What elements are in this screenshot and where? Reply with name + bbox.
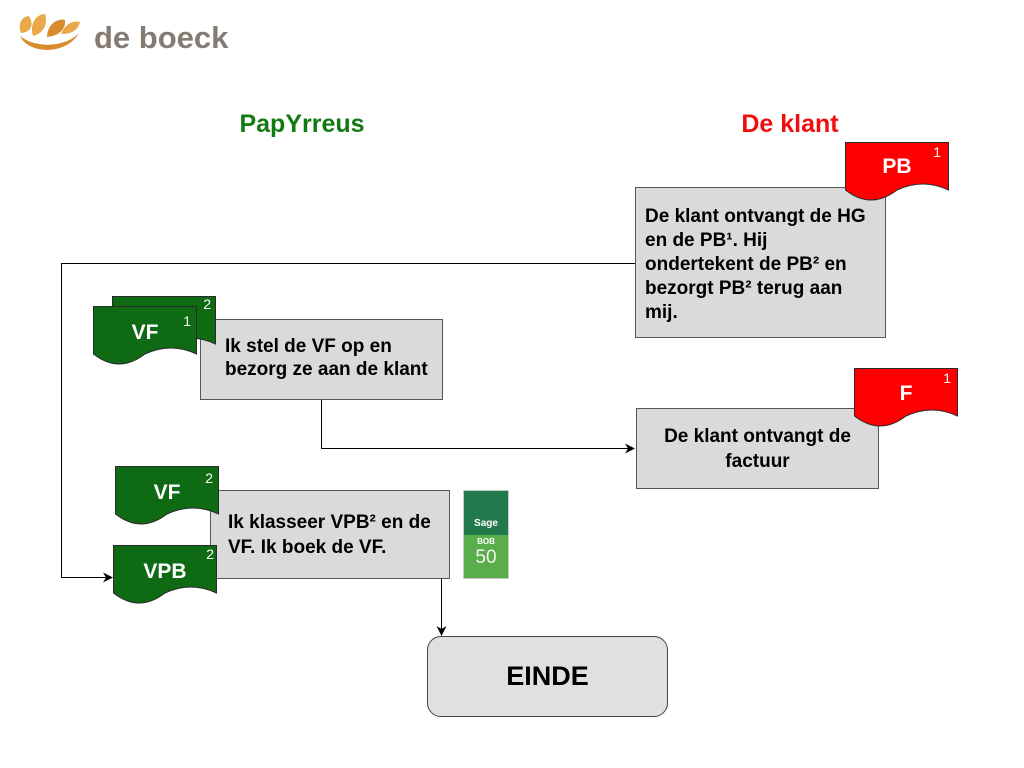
document-label: VPB bbox=[143, 560, 187, 583]
logo-text: de boeck bbox=[94, 20, 229, 55]
logo-leaf bbox=[47, 19, 66, 37]
document-shape bbox=[854, 368, 958, 427]
arrowhead bbox=[436, 626, 447, 636]
document-copy-number: 2 bbox=[205, 470, 213, 486]
arrowhead bbox=[625, 443, 635, 454]
sage-logo-top bbox=[464, 491, 508, 535]
document-vf-filed: VF 2 bbox=[115, 466, 219, 528]
document-shape bbox=[115, 466, 219, 525]
sage-product-text: BOB bbox=[477, 537, 495, 546]
document-outline bbox=[854, 368, 958, 427]
document-copy-number: 1 bbox=[183, 313, 191, 329]
logo-leaf bbox=[31, 14, 46, 36]
document-copy-number: 2 bbox=[203, 296, 211, 312]
lane-title-de-klant: De klant bbox=[741, 110, 839, 138]
document-pb: PB 1 bbox=[845, 142, 949, 204]
step-text-line: mij. bbox=[645, 302, 678, 323]
step-text-line: Ik klasseer VPB² en de bbox=[228, 512, 431, 533]
step-create-invoice: Ik stel de VF op en bezorg ze aan de kla… bbox=[200, 319, 443, 400]
end-terminator: EINDE bbox=[427, 636, 668, 717]
logo-leaf bbox=[61, 21, 80, 34]
step-text-line: ondertekent de PB² en bbox=[645, 254, 847, 275]
sage-bob-50-logo: Sage BOB 50 bbox=[463, 490, 509, 579]
step-text-line: bezorg ze aan de klant bbox=[225, 359, 428, 380]
step-customer-signs-pb: De klant ontvangt de HG en de PB¹. Hij o… bbox=[635, 187, 886, 338]
document-label: F bbox=[899, 382, 913, 405]
document-outline bbox=[845, 142, 949, 201]
leaves-bowl-icon bbox=[19, 14, 80, 50]
sage-logo-bottom bbox=[464, 535, 508, 578]
document-outline bbox=[115, 466, 219, 525]
document-copy-number: 1 bbox=[933, 144, 941, 160]
step-text-line: De klant ontvangt de bbox=[664, 426, 851, 447]
sage-brand-text: Sage bbox=[474, 518, 498, 529]
step-text-line: en de PB¹. Hij bbox=[645, 230, 768, 251]
document-vpb-filed: VPB 2 bbox=[113, 545, 217, 607]
step-text-line: Ik stel de VF op en bbox=[225, 336, 392, 357]
document-label: PB bbox=[882, 155, 912, 178]
document-shape bbox=[93, 306, 197, 365]
step-file-and-book: Ik klasseer VPB² en de VF. Ik boek de VF… bbox=[210, 490, 450, 579]
step-text-line: bezorgt PB² terug aan bbox=[645, 278, 843, 299]
step-text-line: VF. Ik boek de VF. bbox=[228, 537, 387, 558]
document-label: VF bbox=[131, 321, 159, 344]
document-outline bbox=[93, 306, 197, 365]
connector-return-to-vpb bbox=[61, 263, 635, 578]
document-vf-copy-1: VF 1 bbox=[93, 306, 197, 368]
connector-invoice-to-customer bbox=[321, 400, 630, 449]
sage-version-text: 50 bbox=[475, 547, 497, 568]
document-shape bbox=[845, 142, 949, 201]
step-text-line: De klant ontvangt de HG bbox=[645, 206, 866, 227]
step-text-line: factuur bbox=[725, 451, 790, 472]
document-outline bbox=[113, 545, 217, 604]
document-f: F 1 bbox=[854, 368, 958, 430]
document-label: VF bbox=[153, 481, 181, 504]
lane-title-papyrreus: PapYrreus bbox=[239, 110, 365, 138]
arrowhead bbox=[103, 572, 113, 583]
step-customer-receives-invoice: De klant ontvangt de factuur bbox=[636, 408, 879, 489]
document-copy-number: 2 bbox=[206, 546, 214, 562]
document-copy-number: 1 bbox=[943, 370, 951, 386]
document-shape bbox=[113, 545, 217, 604]
logo-bowl bbox=[20, 33, 79, 50]
logo-leaf bbox=[19, 16, 32, 33]
